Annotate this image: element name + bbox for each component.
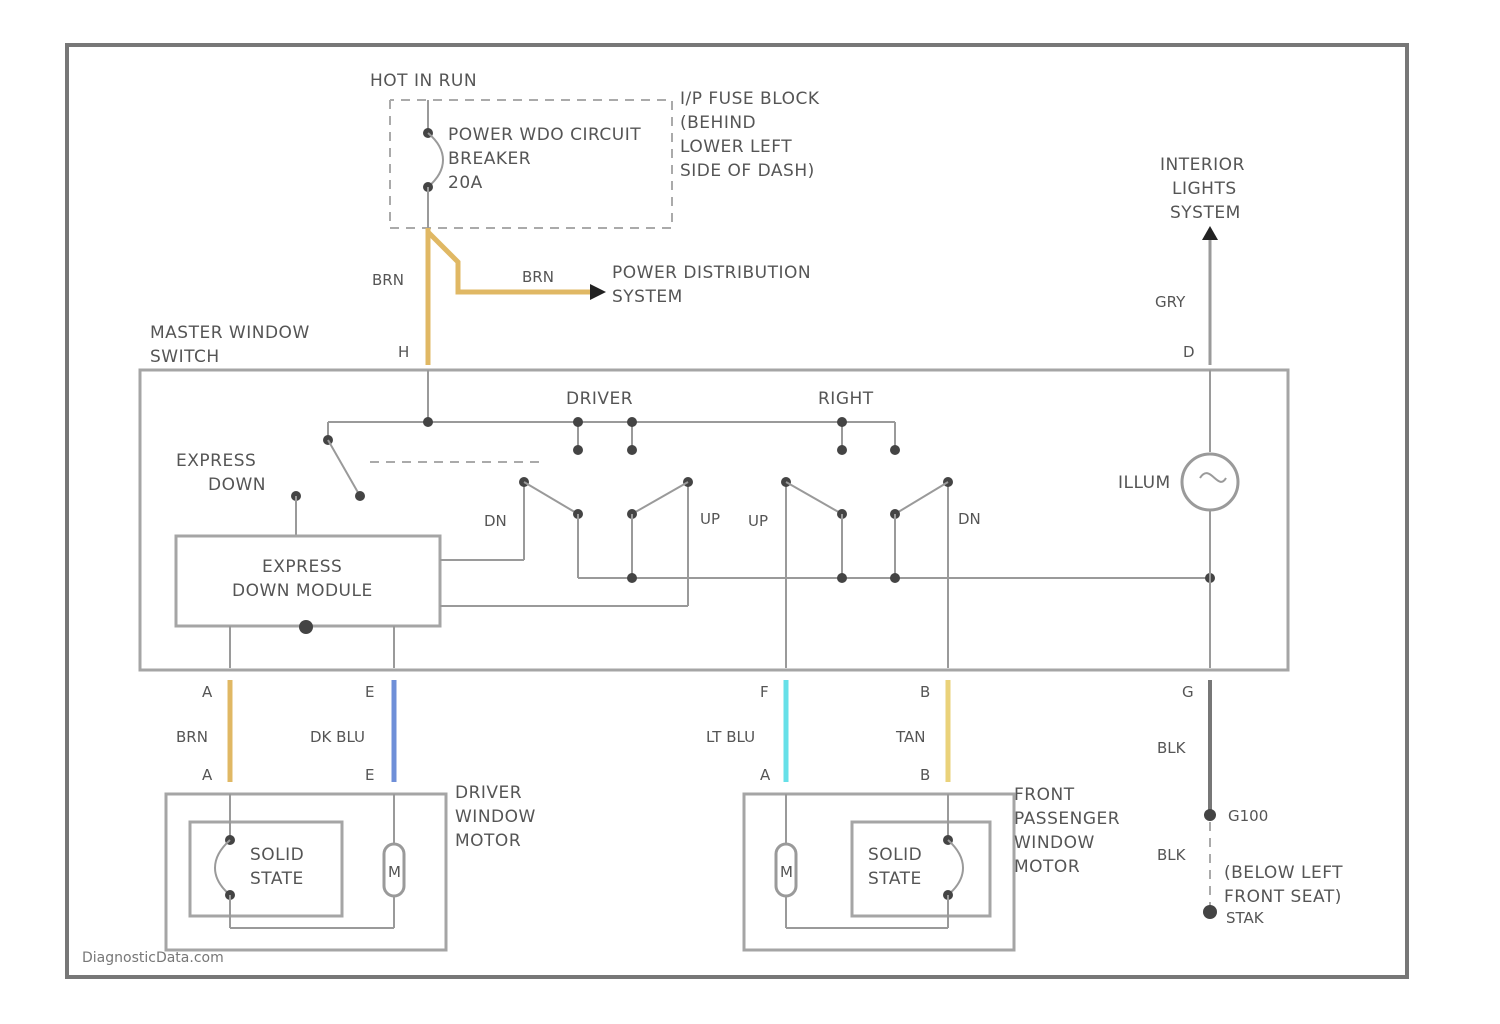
driver-solid-state-label-2: STATE <box>250 869 304 889</box>
driver-dn-label: DN <box>484 512 507 530</box>
blk-wire-label-2: BLK <box>1157 846 1187 864</box>
interior-lights-label-2: LIGHTS <box>1172 179 1237 199</box>
blk-wire-label-1: BLK <box>1157 739 1187 757</box>
brn-feed-wire: BRN BRN POWER DISTRIBUTION SYSTEM <box>372 228 811 365</box>
driver-motor-label-2: WINDOW <box>455 807 536 827</box>
interior-lights-label-1: INTERIOR <box>1160 155 1245 175</box>
pin-g-top: G <box>1182 683 1194 701</box>
passenger-motor-label-4: MOTOR <box>1014 857 1080 877</box>
ground-id-label: G100 <box>1228 807 1268 825</box>
interior-lights-label-3: SYSTEM <box>1170 203 1241 223</box>
power-distribution-label-2: SYSTEM <box>612 287 683 307</box>
tan-wire-label: TAN <box>895 728 925 746</box>
pin-a-bottom: A <box>202 766 213 784</box>
passenger-window-motor: FRONT PASSENGER WINDOW MOTOR M SOLID STA… <box>744 785 1120 950</box>
illum-lamp-icon <box>1182 454 1238 510</box>
brn-wire-label-2: BRN <box>522 268 554 286</box>
driver-label: DRIVER <box>566 389 633 409</box>
brn-wire-label-3: BRN <box>176 728 208 746</box>
right-label: RIGHT <box>818 389 874 409</box>
ground-location-label-1: (BELOW LEFT <box>1224 863 1343 883</box>
pin-d: D <box>1183 343 1195 361</box>
pin-e-top: E <box>365 683 374 701</box>
passenger-motor-label-2: PASSENGER <box>1014 809 1120 829</box>
ground-location-label-2: FRONT SEAT) <box>1224 887 1342 907</box>
master-switch-label-1: MASTER WINDOW <box>150 323 310 343</box>
express-down-label-1: EXPRESS <box>176 451 256 471</box>
fuse-block-label-4: SIDE OF DASH) <box>680 161 815 181</box>
passenger-motor-label-1: FRONT <box>1014 785 1075 805</box>
pin-h: H <box>398 343 409 361</box>
dk-blu-wire-label: DK BLU <box>310 728 365 746</box>
power-distribution-label-1: POWER DISTRIBUTION <box>612 263 811 283</box>
driver-motor-label-3: MOTOR <box>455 831 521 851</box>
driver-motor-label-1: DRIVER <box>455 783 522 803</box>
watermark: DiagnosticData.com <box>82 950 224 966</box>
driver-window-motor: DRIVER WINDOW MOTOR SOLID STATE M <box>166 783 536 950</box>
illum-label: ILLUM <box>1118 473 1171 493</box>
fuse-block-label-1: I/P FUSE BLOCK <box>680 89 820 109</box>
pin-b-bottom: B <box>920 766 930 784</box>
fuse-block-label-2: (BEHIND <box>680 113 756 133</box>
breaker-label-1: POWER WDO CIRCUIT <box>448 125 641 145</box>
pin-a-top: A <box>202 683 213 701</box>
master-window-switch: MASTER WINDOW SWITCH H D DRIVER RIGHT EX… <box>140 323 1288 670</box>
ground-terminal-label: STAK <box>1226 909 1265 927</box>
pin-b-top: B <box>920 683 930 701</box>
pin-e-bottom: E <box>365 766 374 784</box>
fuse-block: HOT IN RUN I/P FUSE BLOCK (BEHIND LOWER … <box>370 71 820 228</box>
pin-a-passenger: A <box>760 766 771 784</box>
passenger-solid-state-label-1: SOLID <box>868 845 922 865</box>
pin-f-top: F <box>760 683 769 701</box>
express-module-label-2: DOWN MODULE <box>232 581 373 601</box>
passenger-motor-m: M <box>780 863 793 881</box>
ground-point: G100 BLK (BELOW LEFT FRONT SEAT) STAK <box>1157 807 1343 927</box>
interior-lights-feed: INTERIOR LIGHTS SYSTEM GRY <box>1155 155 1245 365</box>
breaker-label-2: BREAKER <box>448 149 531 169</box>
hot-in-run-label: HOT IN RUN <box>370 71 477 91</box>
driver-motor-m: M <box>388 863 401 881</box>
driver-up-label: UP <box>700 510 720 528</box>
passenger-dn-label: DN <box>958 510 981 528</box>
breaker-label-3: 20A <box>448 173 483 193</box>
driver-solid-state-label-1: SOLID <box>250 845 304 865</box>
master-switch-label-2: SWITCH <box>150 347 220 367</box>
passenger-solid-state-label-2: STATE <box>868 869 922 889</box>
brn-wire-label-1: BRN <box>372 271 404 289</box>
gry-wire-label: GRY <box>1155 293 1186 311</box>
lt-blu-wire-label: LT BLU <box>706 728 755 746</box>
circuit-breaker: POWER WDO CIRCUIT BREAKER 20A <box>423 100 641 228</box>
express-module-label-1: EXPRESS <box>262 557 342 577</box>
fuse-block-label-3: LOWER LEFT <box>680 137 792 157</box>
passenger-motor-label-3: WINDOW <box>1014 833 1095 853</box>
passenger-up-label: UP <box>748 512 768 530</box>
ground-icon <box>1203 905 1217 919</box>
express-down-label-2: DOWN <box>208 475 266 495</box>
